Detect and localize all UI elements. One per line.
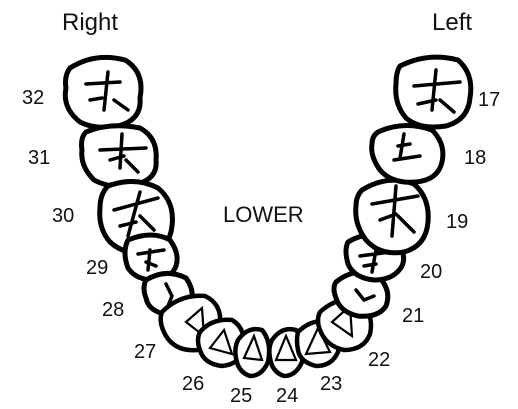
arch-label: LOWER bbox=[223, 202, 304, 227]
tooth-number-22: 22 bbox=[368, 349, 390, 371]
tooth-number-30: 30 bbox=[52, 205, 74, 227]
tooth-number-21: 21 bbox=[402, 305, 424, 327]
tooth-number-17: 17 bbox=[478, 89, 500, 111]
tooth-number-32: 32 bbox=[22, 87, 44, 109]
tooth-number-18: 18 bbox=[464, 147, 486, 169]
tooth-number-29: 29 bbox=[86, 257, 108, 279]
tooth-25[interactable] bbox=[235, 329, 269, 376]
right-side-label: Right bbox=[62, 9, 118, 36]
tooth-number-25: 25 bbox=[230, 385, 252, 407]
tooth-number-24: 24 bbox=[276, 385, 298, 407]
tooth-number-19: 19 bbox=[446, 211, 468, 233]
tooth-number-31: 31 bbox=[28, 147, 50, 169]
tooth-32[interactable] bbox=[65, 57, 141, 127]
tooth-number-26: 26 bbox=[182, 373, 204, 395]
tooth-number-20: 20 bbox=[420, 261, 442, 283]
left-side-label: Left bbox=[432, 9, 472, 36]
tooth-number-23: 23 bbox=[320, 373, 342, 395]
tooth-19[interactable] bbox=[356, 180, 429, 253]
tooth-number-27: 27 bbox=[134, 341, 156, 363]
tooth-17[interactable] bbox=[396, 57, 471, 127]
tooth-31[interactable] bbox=[82, 126, 157, 187]
tooth-18[interactable] bbox=[372, 125, 443, 182]
tooth-number-28: 28 bbox=[102, 299, 124, 321]
